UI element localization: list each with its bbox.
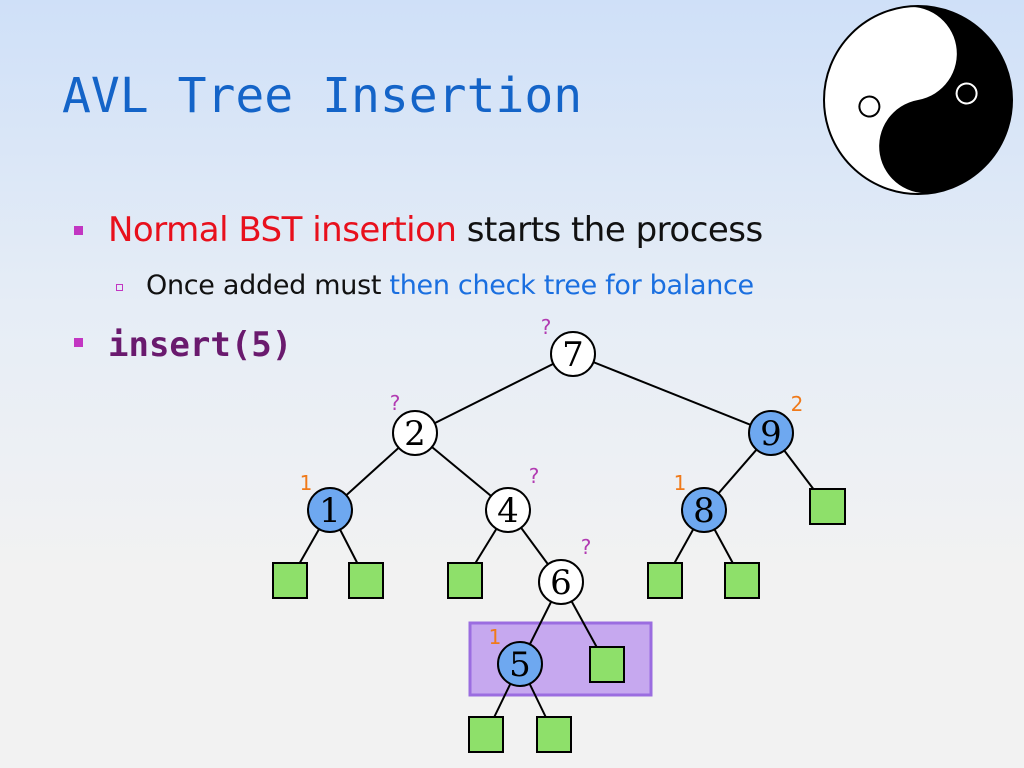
node-circle — [748, 410, 794, 456]
bullet-1-highlight: Normal BST insertion — [108, 210, 457, 250]
unknown-balance-badge: ? — [581, 535, 592, 559]
bullet-marker — [74, 338, 83, 347]
node-circle — [681, 487, 727, 533]
leaf-node — [589, 646, 625, 683]
tree-node-9: 92 — [748, 392, 804, 456]
unknown-balance-badge: ? — [541, 315, 552, 339]
tree-node-6: 6? — [538, 535, 592, 605]
sub-bullet-marker — [116, 284, 123, 291]
node-circle — [497, 641, 543, 687]
leaf-node — [724, 562, 760, 599]
slide-title: AVL Tree Insertion — [62, 68, 583, 124]
height-badge: 1 — [674, 471, 687, 495]
node-label: 2 — [404, 414, 426, 454]
height-badge: 1 — [489, 625, 502, 649]
leaf-node — [272, 562, 308, 599]
sub-bullet-text: Once added must then check tree for bala… — [146, 270, 754, 301]
height-badge: 1 — [300, 471, 313, 495]
node-circle — [538, 559, 584, 605]
leaf-node — [536, 716, 572, 753]
node-label: 1 — [319, 491, 341, 531]
node-label: 9 — [760, 414, 782, 454]
sub-bullet-start: Once added must — [146, 270, 390, 301]
leaf-node — [447, 562, 483, 599]
node-label: 5 — [509, 645, 531, 685]
node-circle — [392, 410, 438, 456]
node-label: 4 — [497, 491, 519, 531]
node-circle — [307, 487, 353, 533]
tree-node-1: 11 — [300, 471, 353, 533]
leaf-node — [468, 716, 504, 753]
leaf-node — [809, 488, 846, 525]
tree-node-2: 2? — [390, 391, 438, 456]
tree-node-7: 7? — [541, 315, 596, 377]
node-circle — [550, 331, 596, 377]
bullet-marker — [74, 226, 83, 235]
leaf-node — [647, 562, 683, 599]
tree-node-5: 51 — [489, 625, 543, 687]
node-label: 6 — [550, 563, 572, 603]
height-badge: 2 — [791, 392, 804, 416]
tree-node-4: 4? — [485, 464, 540, 533]
node-circle — [485, 487, 531, 533]
bullet-1-rest: starts the process — [456, 210, 763, 250]
insert-call-code: insert(5) — [108, 325, 293, 365]
unknown-balance-badge: ? — [390, 391, 401, 415]
tree-node-8: 81 — [674, 471, 727, 533]
sub-bullet-highlight: then check tree for balance — [389, 270, 754, 301]
node-label: 8 — [693, 491, 715, 531]
bullet-1-text: Normal BST insertion starts the process — [108, 210, 763, 250]
node-label: 7 — [562, 335, 584, 375]
unknown-balance-badge: ? — [529, 464, 540, 488]
leaf-node — [348, 562, 384, 599]
yin-yang-icon — [823, 5, 1013, 195]
